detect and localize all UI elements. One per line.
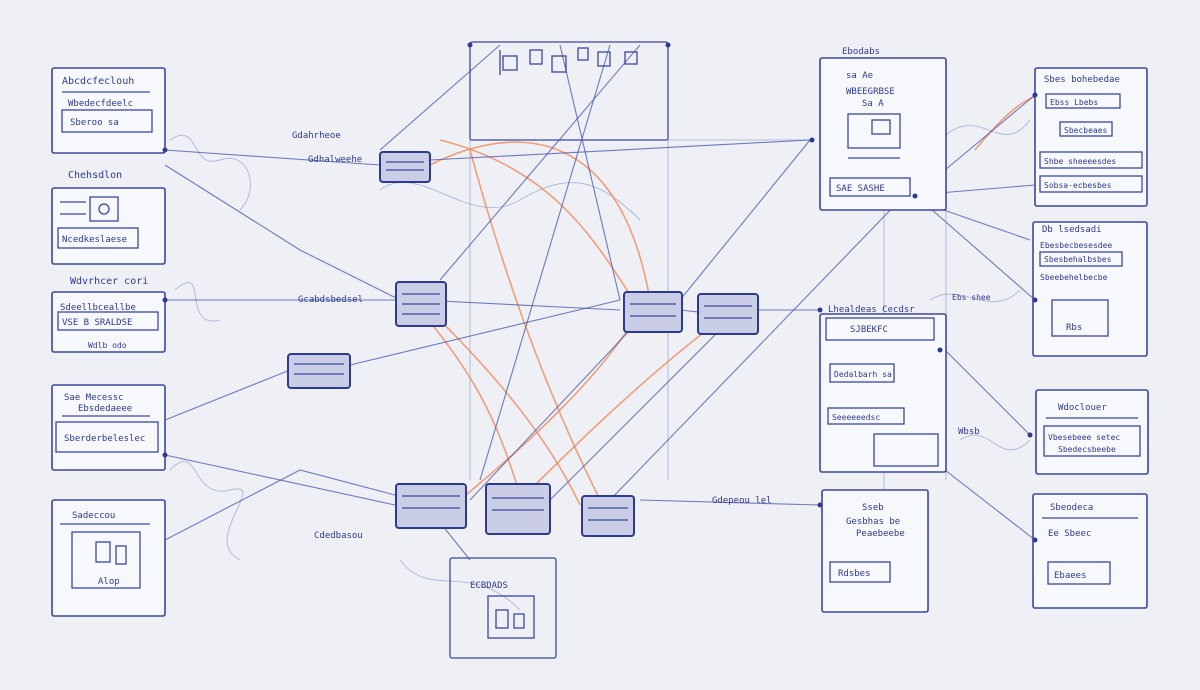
hub-1: Gdahrheoe Gdhalweehe (292, 131, 431, 183)
right-mid-box-3-header: Sseb (862, 503, 884, 513)
background-scribbles (169, 119, 1031, 611)
hub-6: Cdedbasou (314, 483, 467, 541)
right-box-2: Db lsedsadi Ebesbecbesesdee Sbesbehalbsb… (1032, 221, 1148, 357)
right-side-label-2: Ebs shee (952, 293, 991, 302)
right-box-3-line1: Vbesebeee setec (1048, 433, 1120, 442)
left-box-5-header: Sadeccou (72, 511, 115, 521)
left-box-2: Chehsdlon Ncedkeslaese (51, 170, 166, 265)
right-mid-box-1-line2: WBEEGRBSE (846, 87, 895, 97)
hub-1-label: Gdhalweehe (308, 155, 362, 165)
left-box-1-line1: Wbedecfdeelc (68, 99, 133, 109)
right-mid-box-3-line2: Peaebeebe (856, 529, 905, 539)
right-box-1-field4: Sobsa-ecbesbes (1044, 181, 1112, 190)
left-box-4-subtitle: Ebsdedaeee (78, 404, 132, 414)
right-box-2-field: Rbs (1066, 323, 1082, 333)
right-mid-box-3-line1: Gesbhas be (846, 517, 900, 527)
right-box-3-side-label: Wbsb (958, 427, 980, 437)
left-box-3-caption: Wdlb odo (88, 341, 127, 350)
center-top-panel (469, 41, 669, 141)
orange-connectors (419, 94, 1041, 506)
right-box-1: Sbes bohebedae Ebss Lbebs Sbecbeaes Shbe… (1034, 67, 1148, 207)
hub-1-side-label: Gdahrheoe (292, 131, 341, 141)
right-mid-box-1-line1: sa Ae (846, 71, 873, 81)
center-bottom-panel: ECBDADS (449, 557, 557, 659)
blue-connectors (164, 44, 1036, 561)
right-mid-box-3-field: Rdsbes (838, 569, 871, 579)
hub-6-label: Cdedbasou (314, 531, 363, 541)
right-box-2-line3: Sbeebehelbecbe (1040, 273, 1108, 282)
right-box-3: Wdoclouer Vbesebeee setec Sbedecsbeebe W… (958, 389, 1149, 475)
left-box-3: Wdvrhcer cori Sdeellbceallbe VSE B SRALD… (51, 276, 166, 353)
right-box-1-field1: Ebss Lbebs (1050, 98, 1098, 107)
right-mid-box-2-field1: Dedalbarh sa (834, 370, 892, 379)
hub-5 (697, 293, 759, 335)
right-box-3-line2: Sbedecsbeebe (1058, 445, 1116, 454)
hub-4 (623, 291, 683, 333)
right-box-2-line2: Sbesbehalbsbes (1044, 255, 1112, 264)
hub-2: Gcabdsbedsel (298, 281, 447, 327)
left-box-3-line2: VSE B SRALDSE (62, 318, 132, 328)
right-box-3-header: Wdoclouer (1058, 403, 1107, 413)
left-box-4-field: Sberderbeleslec (64, 434, 145, 444)
center-bottom-panel-title: ECBDADS (470, 581, 508, 591)
right-box-1-title: Sbes bohebedae (1044, 75, 1120, 85)
left-box-4: Sae Mecessc Ebsdedaeee Sberderbeleslec (51, 384, 166, 471)
hub-2-label: Gcabdsbedsel (298, 295, 363, 305)
left-box-1-title: Abcdcfeclouh (62, 76, 134, 87)
right-box-2-header: Db lsedsadi (1042, 225, 1102, 235)
right-mid-box-3: Sseb Gesbhas be Peaebeebe Rdsbes (821, 489, 929, 613)
right-mid-box-2-line1: SJBEKFC (850, 325, 888, 335)
left-box-2-header: Chehsdlon (68, 170, 122, 181)
right-mid-top-label: Ebodabs (842, 47, 880, 57)
right-mid-box-1-field: SAE SASHE (836, 184, 885, 194)
junction-dots (162, 42, 1038, 543)
right-box-4-field: Ebaees (1054, 571, 1087, 581)
right-box-4-line1: Ee Sbeec (1048, 529, 1091, 539)
left-box-2-field: Ncedkeslaese (62, 235, 127, 245)
hub-3 (287, 353, 351, 389)
left-box-5-caption: Alop (98, 577, 120, 587)
hub-8: Gdepeou lel (581, 495, 772, 537)
right-mid-box-2: Lhealdeas Cecdsr SJBEKFC Dedalbarh sa Se… (819, 305, 947, 473)
left-box-1: Abcdcfeclouh Wbedecfdeelc Sberoo sa (51, 67, 166, 154)
right-mid-box-1-line3: Sa A (862, 99, 884, 109)
right-mid-box-1: Ebodabs sa Ae WBEEGRBSE Sa A SAE SASHE (819, 47, 947, 211)
left-box-4-title: Sae Mecessc (64, 393, 124, 403)
right-box-4: Sbeodeca Ee Sbeec Ebaees (1032, 493, 1148, 609)
left-box-5: Sadeccou Alop (51, 499, 166, 617)
right-mid-box-2-header: Lhealdeas Cecdsr (828, 305, 915, 315)
hub-8-label: Gdepeou lel (712, 496, 772, 506)
hub-7 (485, 483, 551, 535)
right-box-2-line1: Ebesbecbesesdee (1040, 241, 1112, 250)
left-box-3-header: Wdvrhcer cori (70, 276, 148, 287)
left-box-1-line2: Sberoo sa (70, 118, 119, 128)
right-box-1-field3: Shbe sheeeesdes (1044, 157, 1116, 166)
right-box-4-header: Sbeodeca (1050, 503, 1093, 513)
right-box-1-field2: Sbecbeaes (1064, 126, 1108, 135)
left-box-3-line1: Sdeellbceallbe (60, 303, 136, 313)
right-mid-box-2-field2: Seeeeeedsc (832, 413, 880, 422)
